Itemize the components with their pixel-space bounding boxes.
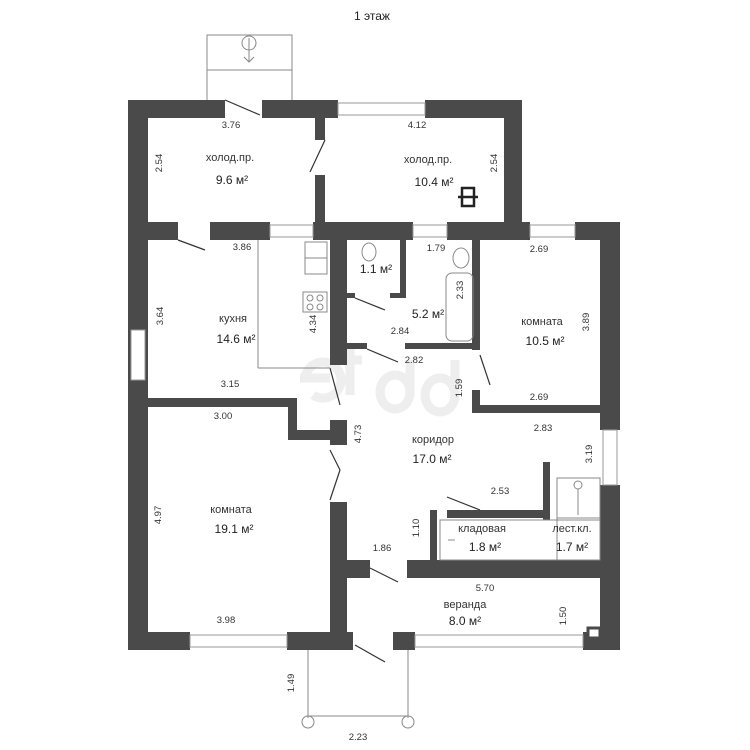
top-porch: [206, 34, 293, 100]
dimensions: 3.76 2.54 4.12 2.54 3.86 3.64 4.34 3.15 …: [153, 120, 595, 743]
dimension: 2.84: [391, 326, 410, 337]
dimension: 3.98: [217, 615, 236, 626]
walls: [128, 100, 620, 650]
fixtures: [257, 186, 601, 561]
room-name: веранда: [444, 599, 488, 611]
room-area: 19.1 м²: [215, 522, 254, 536]
dimension: 4.97: [153, 506, 164, 525]
bottom-porch: [301, 650, 415, 729]
room-area: 10.4 м²: [415, 175, 454, 189]
dimension: 2.69: [530, 392, 549, 403]
dimension: 1.10: [411, 519, 422, 538]
dimension: 4.12: [408, 120, 427, 131]
room-area: 1.8 м²: [469, 540, 501, 554]
dimension: 3.15: [221, 379, 240, 390]
dimension: 2.53: [491, 486, 510, 497]
room-area: 10.5 м²: [526, 334, 565, 348]
dimension: 3.76: [222, 120, 241, 131]
dimension: 1.49: [286, 674, 297, 693]
dimension: 5.70: [476, 583, 495, 594]
dimension: 2.82: [405, 355, 424, 366]
dimension: 3.00: [214, 411, 233, 422]
dimension: 1.79: [427, 243, 446, 254]
windows: [130, 102, 618, 648]
room-name: холод.пр.: [206, 152, 254, 164]
floor-title: 1 этаж: [354, 9, 390, 23]
room-area: 8.0 м²: [449, 614, 481, 628]
dimension: 2.54: [489, 154, 500, 173]
dimension: 2.83: [534, 423, 553, 434]
dimension: 3.19: [584, 445, 595, 464]
room-name: кладовая: [458, 523, 506, 535]
room-area: 5.2 м²: [412, 307, 444, 321]
dimension: 1.86: [373, 543, 392, 554]
room-labels: холод.пр. 9.6 м² холод.пр. 10.4 м² кухня…: [206, 152, 592, 628]
room-name: комната: [521, 316, 563, 328]
dimension: 3.89: [581, 313, 592, 332]
dimension: 4.34: [308, 315, 319, 334]
dimension: 2.23: [349, 732, 368, 743]
doors: [177, 99, 491, 663]
room-name: кухня: [219, 313, 247, 325]
dimension: 2.69: [530, 244, 549, 255]
room-area: 1.7 м²: [556, 540, 588, 554]
dimension: 1.50: [558, 607, 569, 626]
dimension: 3.86: [233, 242, 252, 253]
dimension: 4.73: [353, 425, 364, 444]
dimension: 2.33: [455, 281, 466, 300]
room-name: комната: [210, 504, 252, 516]
dimension: 2.54: [154, 154, 165, 173]
room-area: 17.0 м²: [413, 452, 452, 466]
room-area: 1.1 м²: [360, 262, 392, 276]
room-name: холод.пр.: [404, 154, 452, 166]
dimension: 1.59: [454, 379, 465, 398]
dimension: 3.64: [155, 307, 166, 326]
room-name: коридор: [412, 434, 454, 446]
room-area: 14.6 м²: [217, 332, 256, 346]
room-area: 9.6 м²: [216, 173, 248, 187]
room-name: лест.кл.: [552, 523, 591, 535]
watermark-logo: [300, 345, 460, 417]
